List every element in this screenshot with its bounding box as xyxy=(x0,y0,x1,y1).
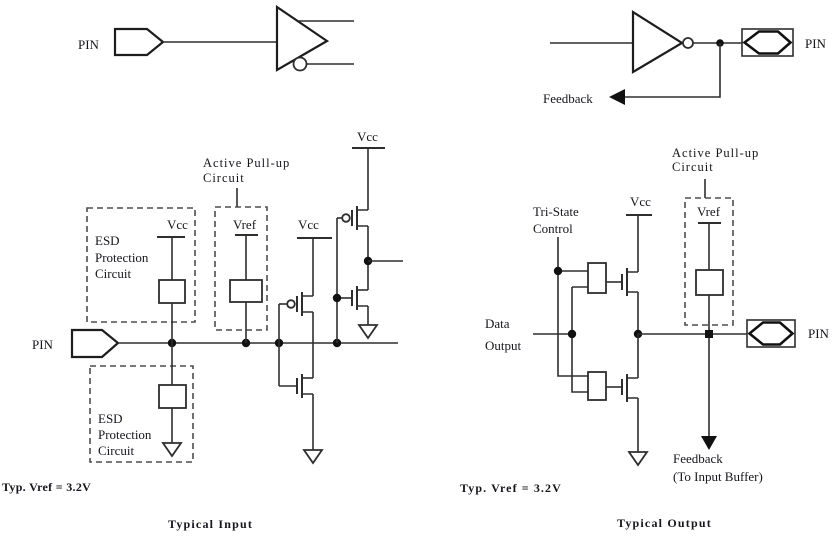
vref-label: Vref xyxy=(233,217,257,232)
tristate-label-2: Control xyxy=(533,221,573,236)
junction-dot xyxy=(553,266,563,276)
wire xyxy=(302,311,314,378)
typical-input-circuit: PIN ESD Protection Circuit Vcc Active Pu… xyxy=(2,129,403,531)
ground-icon xyxy=(161,442,183,458)
resistor-box xyxy=(229,279,263,303)
pmos-bubble-icon xyxy=(341,213,351,223)
wire xyxy=(627,334,639,452)
io-pad-hexagon-icon xyxy=(742,30,793,55)
junction-square xyxy=(705,330,713,338)
ground-icon xyxy=(627,451,649,467)
ground-icon xyxy=(357,324,379,340)
pin-label: PIN xyxy=(32,337,54,352)
nmos-transistor xyxy=(337,286,379,340)
active-pullup-output: Active Pull-up Circuit Vref xyxy=(672,146,759,331)
pin-label: PIN xyxy=(808,326,830,341)
pin-label: PIN xyxy=(78,37,100,52)
junction-dot xyxy=(332,293,342,303)
feedback-arrow-icon xyxy=(609,89,625,105)
pullup-dashed-box xyxy=(684,197,734,326)
tristate-wire xyxy=(557,237,588,377)
active-pullup-label-1: Active Pull-up xyxy=(203,156,290,170)
esd-label-2: Protection xyxy=(98,427,152,442)
io-pad-hexagon-icon xyxy=(747,321,795,346)
esd-dashed-box xyxy=(86,207,196,323)
pulldown-output-transistor xyxy=(606,334,649,467)
pullup-dashed-box xyxy=(214,206,268,331)
esd-dashed-box xyxy=(89,365,194,463)
inverting-bubble-icon xyxy=(292,56,308,72)
input-buffer-symbol: PIN xyxy=(78,4,354,72)
wire xyxy=(302,238,314,297)
pmos-transistor xyxy=(337,148,369,290)
data-output-label-1: Data xyxy=(485,316,510,331)
esd-label-3: Circuit xyxy=(95,266,131,281)
wire xyxy=(627,215,639,334)
output-note: Typ. Vref = 3.2V xyxy=(460,481,562,495)
feedback-label-2: (To Input Buffer) xyxy=(673,469,763,484)
esd-protection-bottom: ESD Protection Circuit xyxy=(89,343,194,463)
esd-label-3: Circuit xyxy=(98,443,134,458)
feedback-wire xyxy=(624,43,721,98)
input-note: Typ. Vref = 3.2V xyxy=(2,480,91,494)
active-pullup-label-2: Circuit xyxy=(203,171,245,185)
active-pullup-label-2: Circuit xyxy=(672,160,714,174)
active-pullup-label-1: Active Pull-up xyxy=(672,146,759,160)
pmos-bubble-icon xyxy=(286,299,296,309)
ground-icon xyxy=(302,449,324,465)
feedback-label: Feedback xyxy=(543,91,593,106)
tristate-label-1: Tri-State xyxy=(533,204,579,219)
feedback-label-1: Feedback xyxy=(673,451,723,466)
driver-logic-box-top xyxy=(587,262,607,294)
inverting-bubble-icon xyxy=(682,37,694,49)
input-inverter-stage2: Vcc xyxy=(332,129,403,343)
input-inverter-stage1: Vcc xyxy=(278,217,332,465)
resistor-box xyxy=(695,269,724,296)
pin-label: PIN xyxy=(805,36,827,51)
pin-pentagon-icon xyxy=(113,27,165,57)
pullup-output-transistor xyxy=(606,215,639,334)
resistor-box xyxy=(158,384,187,409)
wire xyxy=(302,393,314,450)
vref-label: Vref xyxy=(697,204,721,219)
vcc-label: Vcc xyxy=(357,129,378,144)
inverter-triangle-icon xyxy=(631,10,685,74)
esd-label-2: Protection xyxy=(95,250,149,265)
input-caption: Typical Input xyxy=(168,517,253,531)
vcc-label: Vcc xyxy=(298,217,319,232)
feedback-arrow-icon xyxy=(701,436,717,450)
typical-output-circuit: Tri-State Control Data Output Vcc xyxy=(460,146,830,530)
vcc-label: Vcc xyxy=(167,217,188,232)
active-pullup-input: Active Pull-up Circuit Vref xyxy=(203,156,290,343)
pmos-transistor xyxy=(279,238,314,378)
data-output-label-2: Output xyxy=(485,338,522,353)
buffer-triangle-icon xyxy=(275,4,330,72)
junction-dot xyxy=(567,329,577,339)
driver-logic-box-bottom xyxy=(587,371,607,401)
esd-protection-top: ESD Protection Circuit Vcc xyxy=(86,207,196,343)
resistor-box xyxy=(158,279,186,304)
esd-label-1: ESD xyxy=(98,411,123,426)
data-branch-wire xyxy=(571,286,588,393)
nmos-transistor xyxy=(279,374,324,465)
output-caption: Typical Output xyxy=(617,516,712,530)
pin-pentagon-icon xyxy=(70,328,120,359)
esd-label-1: ESD xyxy=(95,233,120,248)
wire xyxy=(357,305,369,325)
vcc-label: Vcc xyxy=(630,194,651,209)
io-pad-box xyxy=(741,28,794,57)
io-pad-box xyxy=(746,319,796,348)
output-buffer-symbol: PIN Feedback xyxy=(543,10,827,106)
wire xyxy=(357,148,369,211)
